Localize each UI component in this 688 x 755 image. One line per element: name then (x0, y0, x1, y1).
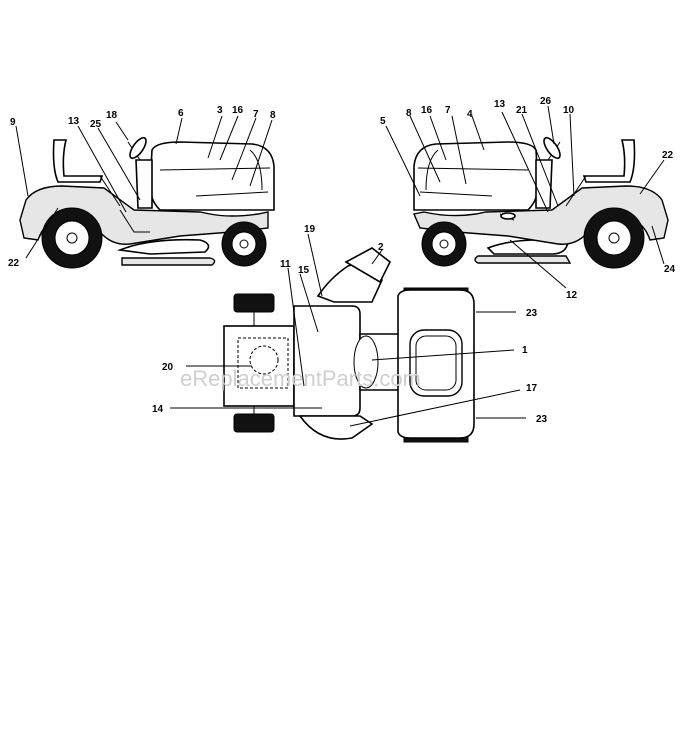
steering-wheel-left (129, 136, 147, 160)
callout-12: 12 (566, 290, 578, 301)
callout-10: 10 (563, 105, 575, 116)
callout-7: 7 (445, 105, 451, 116)
watermark: eReplacementParts.com (180, 366, 421, 391)
chute-flap-top (344, 247, 392, 284)
callout-14: 14 (152, 404, 164, 415)
callout-24: 24 (664, 264, 676, 275)
callout-11: 11 (280, 259, 291, 270)
callout-25: 25 (90, 119, 102, 130)
mower-deck-right (474, 255, 572, 264)
rear-tire-bottom (233, 413, 275, 433)
callout-23b: 23 (536, 414, 548, 425)
deck-edge-top (298, 415, 374, 440)
hood-right (413, 141, 539, 211)
deck-belt-cover-left (116, 238, 210, 255)
mower-deck-left (121, 257, 216, 266)
chassis-right (413, 185, 669, 245)
callout-8: 8 (406, 108, 412, 119)
callout-23: 23 (526, 308, 538, 319)
callout-22: 22 (662, 150, 674, 161)
rear-tire-top (233, 293, 275, 313)
callout-13: 13 (494, 99, 506, 110)
seat-right (582, 139, 636, 183)
callout-20: 20 (162, 362, 174, 373)
callout-8: 8 (270, 110, 276, 121)
top-view: 19 2 11 15 23 20 1 14 17 23 (152, 224, 548, 443)
callout-17: 17 (526, 383, 538, 394)
callout-21: 21 (516, 105, 528, 116)
callout-3: 3 (217, 105, 223, 116)
callout-15: 15 (298, 265, 310, 276)
callout-16: 16 (421, 105, 433, 116)
callout-7: 7 (253, 109, 259, 120)
callout-18: 18 (106, 110, 118, 121)
callout-1: 1 (522, 345, 528, 356)
seat-outline-dashed (237, 337, 289, 389)
callout-9: 9 (10, 117, 16, 128)
callout-22: 22 (8, 258, 20, 269)
callout-13: 13 (68, 116, 80, 127)
callout-16: 16 (232, 105, 244, 116)
callout-4: 4 (467, 109, 473, 120)
steering-wheel-right (543, 136, 561, 160)
left-side-view: 9 13 25 18 6 3 16 7 8 22 (8, 105, 276, 269)
callout-5: 5 (380, 116, 386, 127)
hood-left (149, 141, 275, 211)
dash-left (135, 159, 153, 209)
callout-2: 2 (378, 242, 384, 253)
seat-area-top (293, 305, 361, 417)
right-side-view: 5 8 16 7 4 13 21 26 10 22 24 12 (380, 96, 676, 301)
hood-vent-top (409, 329, 463, 397)
callout-19: 19 (304, 224, 316, 235)
dash-right (535, 159, 553, 209)
seat-left (52, 139, 104, 183)
callout-6: 6 (178, 108, 184, 119)
callout-26: 26 (540, 96, 552, 107)
